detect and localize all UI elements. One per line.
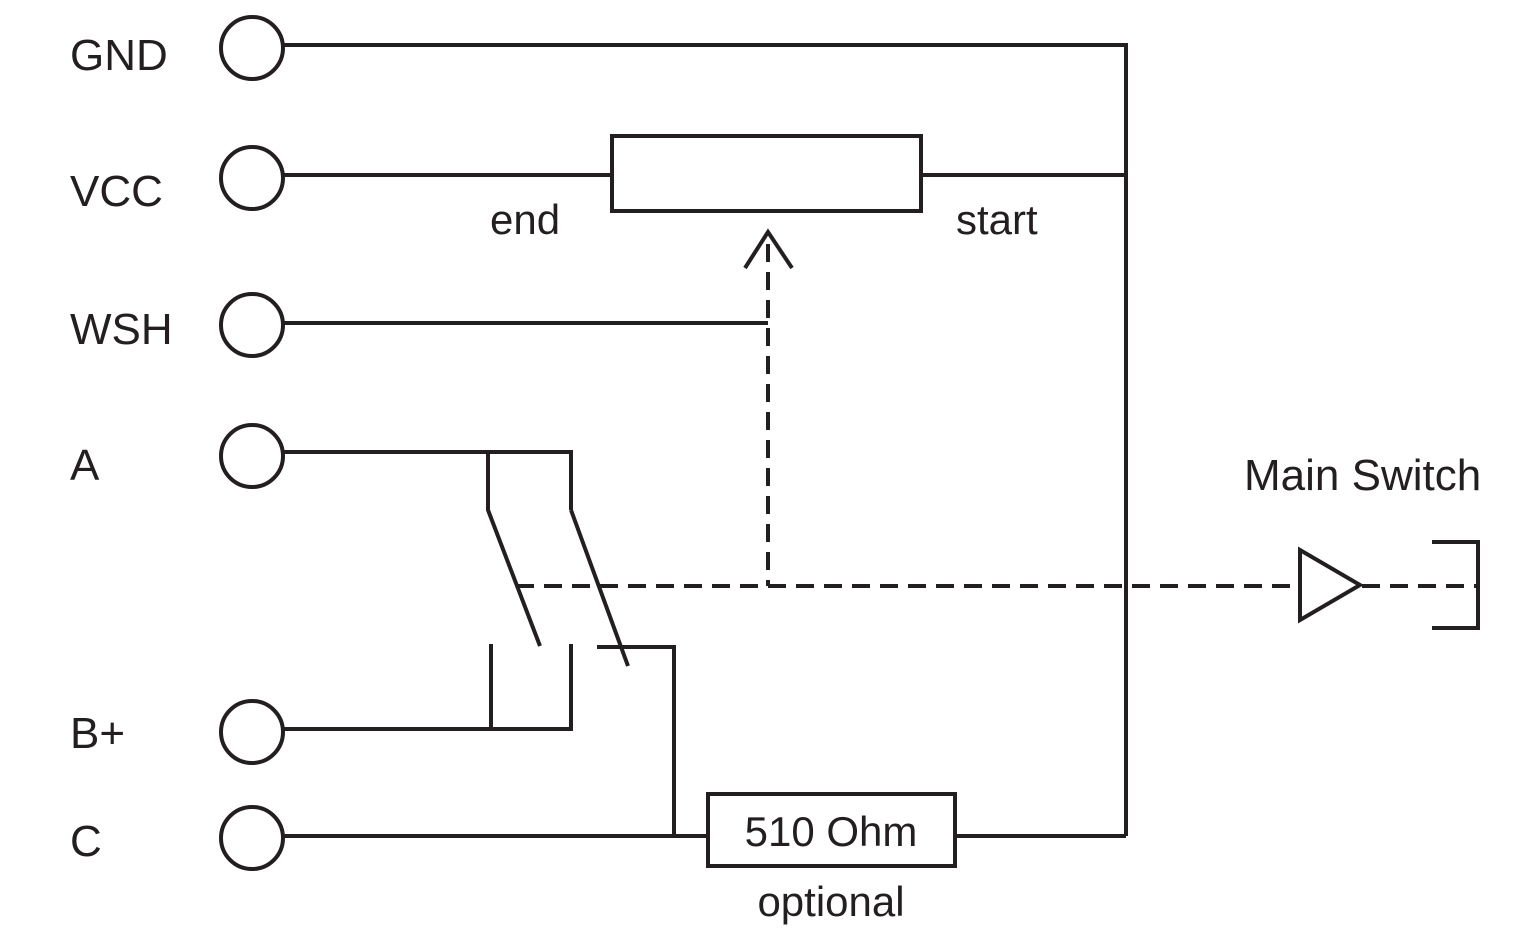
- b-plus-wire: [282, 644, 573, 731]
- main-switch-label: Main Switch: [1244, 451, 1481, 500]
- potentiometer-start-label: start: [956, 196, 1038, 243]
- terminal-label-vcc: VCC: [70, 167, 163, 216]
- terminal-wsh: [219, 292, 285, 358]
- resistor-note-label: optional: [757, 878, 904, 925]
- terminal-a: [219, 423, 285, 489]
- switch-pole-1-top: [486, 452, 542, 647]
- terminal-vcc: [219, 145, 285, 211]
- switch-pole-2-blade: [569, 509, 630, 667]
- gnd-wire: [282, 43, 1128, 836]
- terminal-gnd: [219, 15, 285, 81]
- switch-to-c-wire: [597, 645, 676, 836]
- main-switch-bracket: [1432, 540, 1480, 630]
- terminal-label-gnd: GND: [70, 31, 168, 80]
- terminal-c: [219, 805, 285, 871]
- potentiometer-body: [610, 134, 923, 213]
- terminal-label-wsh: WSH: [70, 305, 173, 354]
- resistor-value-label: 510 Ohm: [745, 808, 918, 855]
- terminal-label-a: A: [70, 441, 100, 490]
- wiper-arrow-head: [743, 228, 794, 270]
- terminal-label-b-plus: B+: [70, 709, 125, 758]
- resistor-body: [706, 792, 957, 868]
- potentiometer-end-label: end: [490, 196, 560, 243]
- main-switch-triangle-icon: [1298, 546, 1364, 624]
- terminal-label-c: C: [70, 817, 102, 866]
- terminal-b-plus: [219, 699, 285, 765]
- a-wire: [282, 450, 573, 510]
